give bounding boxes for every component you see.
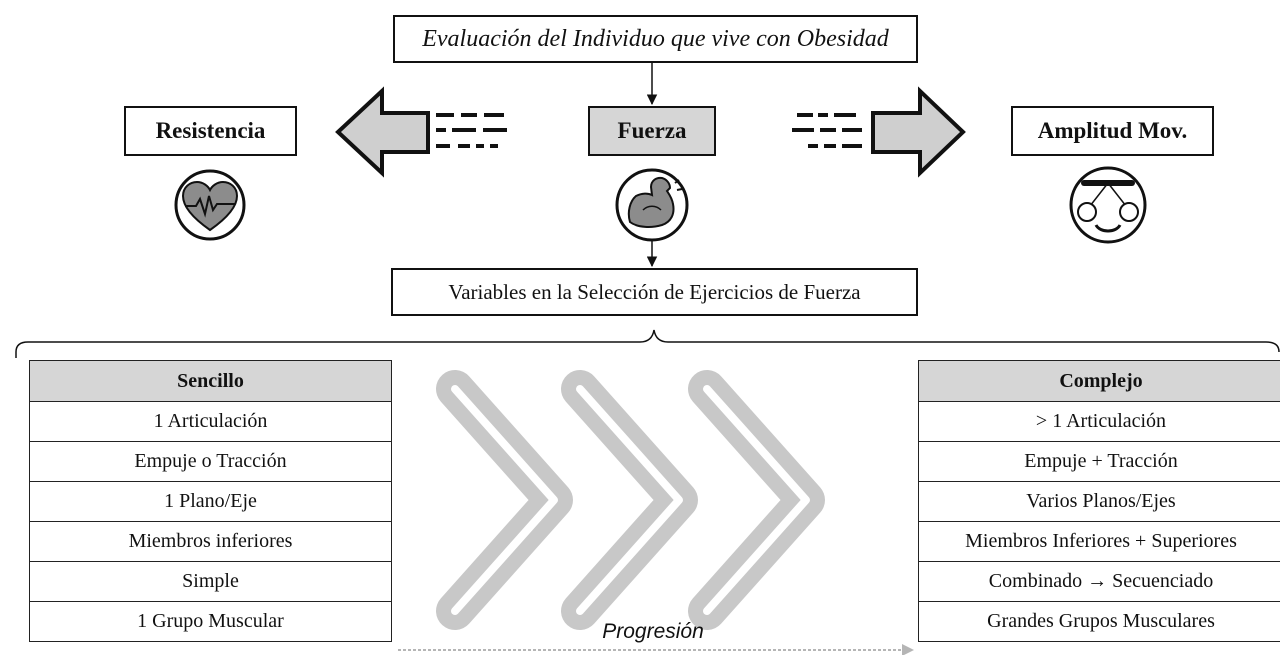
- complex-row: Miembros Inferiores + Superiores: [918, 521, 1280, 562]
- complex-row: Combinado → Secuenciado: [918, 561, 1280, 602]
- simple-row: Simple: [29, 561, 392, 602]
- bracket: [15, 329, 1280, 358]
- stretch-band-icon: [1069, 166, 1147, 244]
- complex-row: Empuje + Tracción: [918, 441, 1280, 482]
- amplitud-label: Amplitud Mov.: [1037, 118, 1188, 143]
- amplitud-box: Amplitud Mov.: [1011, 106, 1214, 156]
- resistencia-label: Resistencia: [155, 118, 266, 143]
- evaluation-title: Evaluación del Individuo que vive con Ob…: [422, 25, 889, 52]
- resistencia-box: Resistencia: [124, 106, 297, 156]
- complex-row: Grandes Grupos Musculares: [918, 601, 1280, 642]
- right-dashes: [792, 113, 862, 148]
- complex-exercises-table: Complejo > 1 Articulación Empuje + Tracc…: [918, 360, 1280, 642]
- flexed-arm-icon: [615, 168, 689, 242]
- simple-row: 1 Plano/Eje: [29, 481, 392, 522]
- complex-row: > 1 Articulación: [918, 401, 1280, 442]
- right-arrow: [871, 86, 966, 178]
- left-dashes: [436, 113, 507, 148]
- simple-header: Sencillo: [29, 360, 392, 402]
- variables-title-box: Variables en la Selección de Ejercicios …: [391, 268, 918, 316]
- fuerza-label: Fuerza: [617, 118, 687, 143]
- simple-row: 1 Articulación: [29, 401, 392, 442]
- complex-row: Varios Planos/Ejes: [918, 481, 1280, 522]
- complex-header: Complejo: [918, 360, 1280, 402]
- progression-chevrons: [436, 370, 825, 630]
- left-arrow: [335, 86, 430, 178]
- progression-arrow: [398, 644, 914, 655]
- fuerza-box: Fuerza: [588, 106, 716, 156]
- simple-row: 1 Grupo Muscular: [29, 601, 392, 642]
- simple-row: Miembros inferiores: [29, 521, 392, 562]
- simple-row: Empuje o Tracción: [29, 441, 392, 482]
- heart-pulse-icon: [174, 169, 246, 241]
- progression-label: Progresión: [602, 620, 704, 643]
- variables-title: Variables en la Selección de Ejercicios …: [448, 279, 861, 304]
- evaluation-title-box: Evaluación del Individuo que vive con Ob…: [393, 15, 918, 63]
- simple-exercises-table: Sencillo 1 Articulación Empuje o Tracció…: [29, 360, 392, 642]
